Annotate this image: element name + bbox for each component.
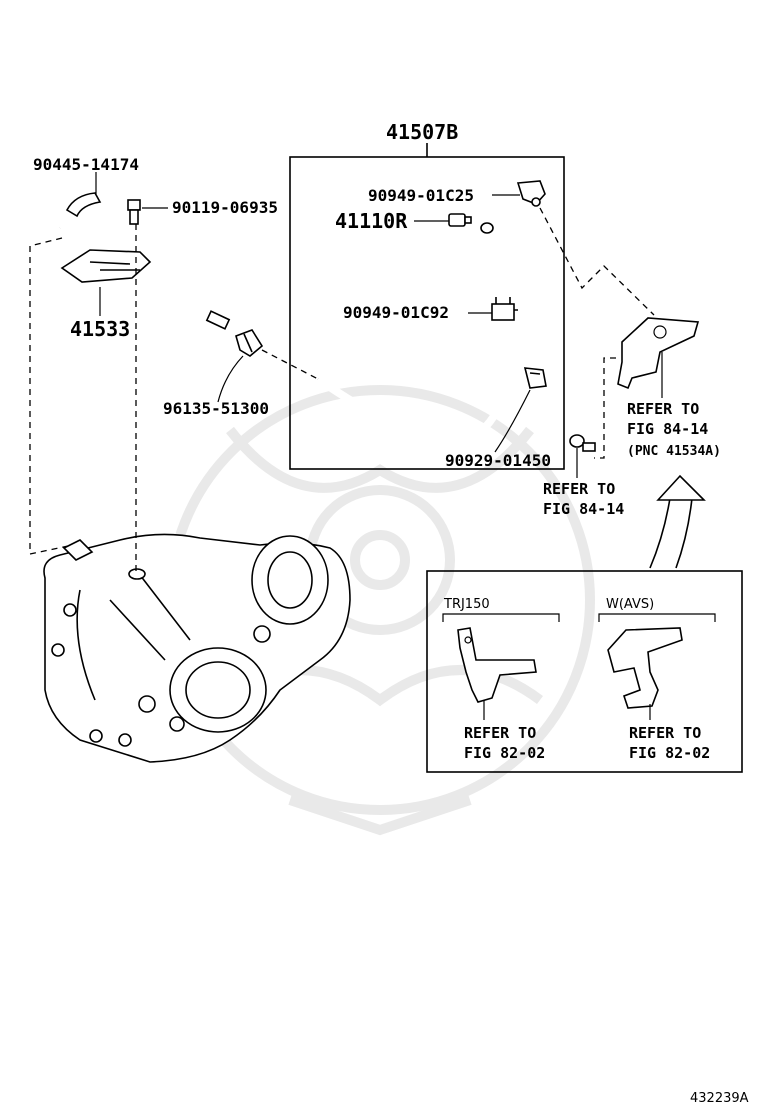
differential-carrier (43, 533, 351, 763)
variant-right-bracket-line (598, 613, 716, 622)
bracket-41534a (617, 317, 700, 390)
variant-right-ref1: REFER TO (629, 724, 701, 742)
variant-right-ref2: FIG 82-02 (629, 744, 710, 762)
label-90445-14174: 90445-14174 (33, 155, 139, 174)
clip-90949-01c25 (516, 180, 546, 207)
variant-left-ref1: REFER TO (464, 724, 536, 742)
label-96135-51300: 96135-51300 (163, 399, 269, 418)
variant-right-bracket (607, 627, 683, 709)
variant-left-ref2: FIG 82-02 (464, 744, 545, 762)
leader-96135-51300 (217, 355, 244, 403)
hose-90445-14174 (65, 192, 102, 218)
ref1-line3: (PNC 41534A) (627, 444, 721, 459)
breather-pipe-41533 (52, 227, 231, 330)
figure-id: 432239A (690, 1091, 749, 1106)
label-90949-01c92: 90949-01C92 (343, 303, 449, 322)
ref2-line2: FIG 84-14 (543, 500, 624, 518)
label-90949-01c25: 90949-01C25 (368, 186, 474, 205)
leader-90929-01450 (494, 389, 531, 453)
variant-right-title: W(AVS) (606, 597, 654, 612)
variant-left-bracket-line (442, 613, 560, 622)
variant-box (426, 570, 743, 773)
breather-hose (315, 221, 530, 444)
label-41533: 41533 (70, 317, 130, 341)
ref1-line2: FIG 84-14 (627, 420, 708, 438)
clamp-96135-51300 (235, 329, 264, 357)
clamp-90929-01450 (523, 367, 547, 389)
variant-left-title: TRJ150 (443, 597, 490, 612)
variant-left-bracket (457, 627, 537, 703)
label-90929-01450: 90929-01450 (445, 451, 551, 470)
ref1-line1: REFER TO (627, 400, 699, 418)
clip-90949-01c92 (491, 297, 518, 321)
bolt-fig-84-14 (569, 434, 596, 452)
plug-41110r (448, 213, 472, 227)
variant-arrow (649, 474, 706, 569)
connection-hose-to-carrier (29, 237, 69, 555)
connection-bracket-to-bolt (594, 357, 616, 459)
ref2-line1: REFER TO (543, 480, 615, 498)
bolt-90119-06935 (127, 199, 141, 225)
assembly-label: 41507B (386, 120, 458, 144)
connection-clip-to-bracket (539, 207, 655, 316)
label-90119-06935: 90119-06935 (172, 198, 278, 217)
label-41110r: 41110R (335, 209, 408, 233)
